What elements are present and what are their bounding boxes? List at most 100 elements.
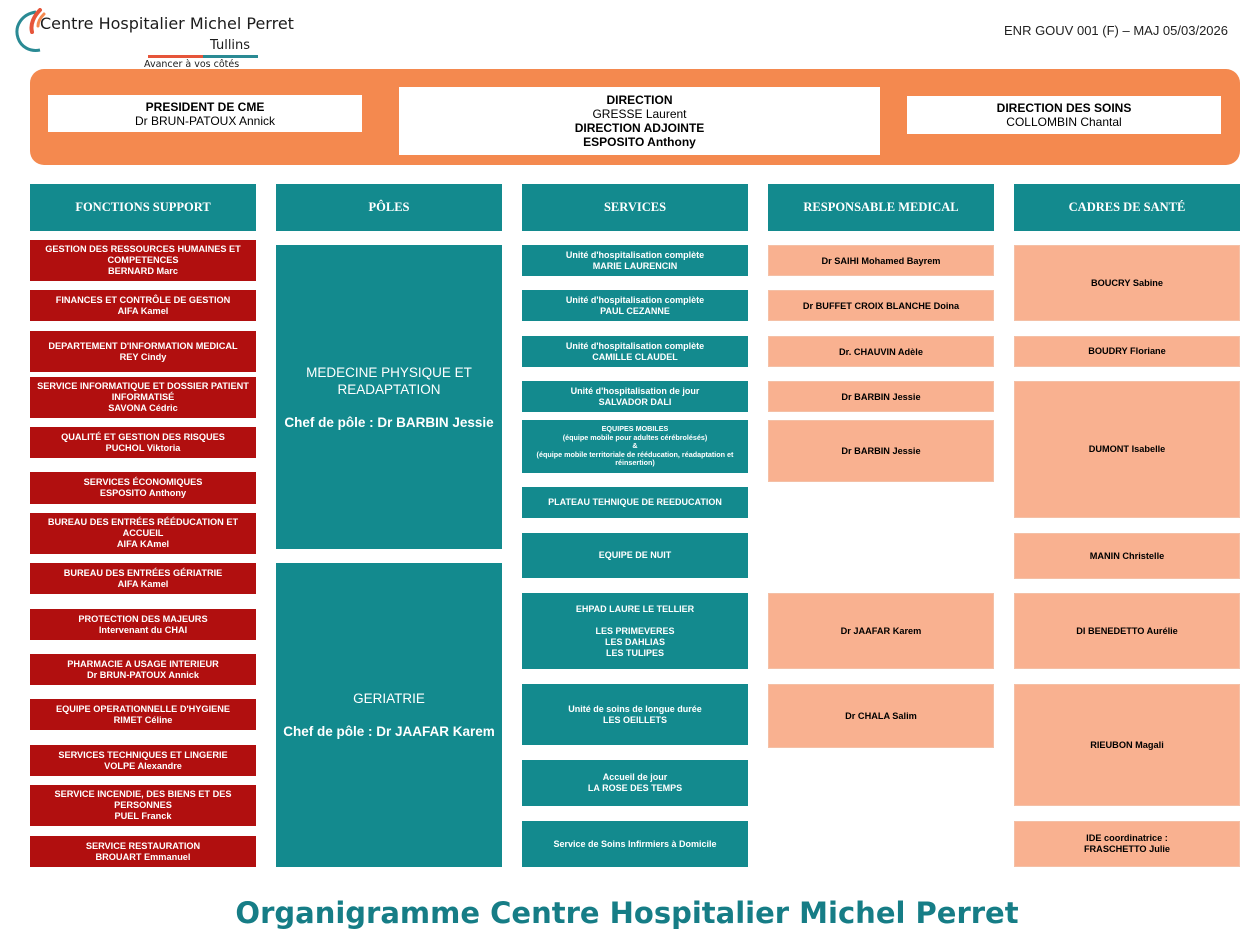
service-line: Accueil de jour bbox=[602, 772, 668, 782]
cadre-item: RIEUBON Magali bbox=[1014, 684, 1240, 806]
service-line: CAMILLE CLAUDEL bbox=[592, 351, 678, 362]
direction-soins-title: DIRECTION DES SOINS bbox=[996, 101, 1132, 115]
cadre-role: IDE coordinatrice : bbox=[1086, 833, 1168, 843]
support-person: AIFA Kamel bbox=[117, 305, 169, 316]
logo-town: Tullins bbox=[210, 38, 251, 53]
support-item: SERVICE RESTAURATION BROUART Emmanuel bbox=[30, 836, 256, 867]
service-line: EHPAD LAURE LE TELLIER bbox=[575, 603, 695, 614]
support-title: SERVICES ÉCONOMIQUES bbox=[83, 477, 203, 487]
support-item: EQUIPE OPERATIONNELLE D'HYGIENE RIMET Cé… bbox=[30, 699, 256, 730]
cadre-name: FRASCHETTO Julie bbox=[1083, 844, 1171, 854]
support-person: AIFA Kamel bbox=[117, 578, 169, 589]
support-item: SERVICE INFORMATIQUE ET DOSSIER PATIENT … bbox=[30, 377, 256, 418]
support-item: BUREAU DES ENTRÉES RÉÉDUCATION ET ACCUEI… bbox=[30, 513, 256, 554]
service-item: Unité d'hospitalisation de jour SALVADOR… bbox=[522, 381, 748, 412]
support-item: SERVICES ÉCONOMIQUES ESPOSITO Anthony bbox=[30, 472, 256, 504]
cadre-name: BOUCRY Sabine bbox=[1091, 277, 1163, 288]
support-item: BUREAU DES ENTRÉES GÉRIATRIE AIFA Kamel bbox=[30, 563, 256, 594]
service-line: PAUL CEZANNE bbox=[600, 305, 670, 316]
service-line: LES DAHLIAS bbox=[604, 636, 665, 647]
medical-item: Dr BUFFET CROIX BLANCHE Doina bbox=[768, 290, 994, 321]
service-item-ehpad: EHPAD LAURE LE TELLIER LES PRIMEVERES LE… bbox=[522, 593, 748, 669]
service-line: Service de Soins Infirmiers à Domicile bbox=[553, 838, 717, 849]
support-title: PHARMACIE A USAGE INTERIEUR bbox=[67, 658, 219, 669]
president-name: Dr BRUN-PATOUX Annick bbox=[134, 113, 276, 128]
service-item: Unité d'hospitalisation complète CAMILLE… bbox=[522, 336, 748, 367]
service-line: Unité de soins de longue durée bbox=[568, 703, 702, 714]
header-cadres-sante: CADRES DE SANTÉ bbox=[1014, 184, 1240, 231]
support-person: PUEL Franck bbox=[114, 811, 172, 821]
logo-name: Centre Hospitalier Michel Perret bbox=[40, 14, 294, 33]
cadre-name: MANIN Christelle bbox=[1089, 550, 1165, 561]
medical-item: Dr. CHAUVIN Adèle bbox=[768, 336, 994, 367]
service-line: EQUIPES MOBILES bbox=[601, 424, 669, 434]
support-title: EQUIPE OPERATIONNELLE D'HYGIENE bbox=[55, 703, 231, 714]
president-cme-box: PRESIDENT DE CME Dr BRUN-PATOUX Annick bbox=[48, 95, 362, 132]
pole-chef: Chef de pôle : Dr BARBIN Jessie bbox=[284, 414, 494, 430]
pole-title: GERIATRIE bbox=[353, 691, 425, 706]
support-item: FINANCES ET CONTRÔLE DE GESTION AIFA Kam… bbox=[30, 290, 256, 321]
cadre-name: DI BENEDETTO Aurélie bbox=[1076, 625, 1178, 636]
direction-adjointe-name: ESPOSITO Anthony bbox=[583, 135, 696, 149]
service-line: Unité d'hospitalisation complète bbox=[565, 294, 705, 305]
service-line: Unité d'hospitalisation de jour bbox=[570, 385, 700, 396]
header-fonctions-support: FONCTIONS SUPPORT bbox=[30, 184, 256, 231]
support-title: QUALITÉ ET GESTION DES RISQUES bbox=[61, 431, 225, 442]
direction-title: DIRECTION bbox=[606, 93, 673, 107]
service-item: Unité d'hospitalisation complète PAUL CE… bbox=[522, 290, 748, 321]
service-line: PLATEAU TEHNIQUE DE REEDUCATION bbox=[548, 497, 722, 507]
support-title: BUREAU DES ENTRÉES RÉÉDUCATION ET ACCUEI… bbox=[47, 517, 239, 538]
support-person: BERNARD Marc bbox=[108, 266, 178, 276]
service-item: EQUIPE DE NUIT bbox=[522, 533, 748, 578]
service-line: (équipe mobile territoriale de rééducati… bbox=[536, 449, 734, 468]
hospital-logo: Centre Hospitalier Michel Perret Tullins… bbox=[10, 2, 294, 72]
support-title: PROTECTION DES MAJEURS bbox=[78, 613, 208, 624]
pole-mpr: MEDECINE PHYSIQUE ET READAPTATION Chef d… bbox=[276, 245, 502, 549]
pole-title: MEDECINE PHYSIQUE ET READAPTATION bbox=[306, 364, 472, 397]
support-title: SERVICE INFORMATIQUE ET DOSSIER PATIENT … bbox=[37, 381, 249, 402]
service-item: Unité de soins de longue durée LES OEILL… bbox=[522, 684, 748, 745]
support-person: BROUART Emmanuel bbox=[95, 851, 191, 862]
document-reference: ENR GOUV 001 (F) – MAJ 05/03/2026 bbox=[1004, 23, 1228, 38]
support-person: REY Cindy bbox=[119, 351, 167, 362]
service-line: EQUIPE DE NUIT bbox=[598, 550, 672, 560]
service-item: Service de Soins Infirmiers à Domicile bbox=[522, 821, 748, 867]
cadre-name: BOUDRY Floriane bbox=[1088, 346, 1166, 356]
header-poles: PÔLES bbox=[276, 184, 502, 231]
medical-item: Dr BARBIN Jessie bbox=[768, 381, 994, 412]
support-title: SERVICE RESTAURATION bbox=[85, 840, 201, 851]
cadre-name: RIEUBON Magali bbox=[1090, 739, 1164, 750]
support-person: Intervenant du CHAI bbox=[98, 624, 188, 635]
support-item: QUALITÉ ET GESTION DES RISQUES PUCHOL Vi… bbox=[30, 427, 256, 458]
service-line: LES OEILLETS bbox=[602, 714, 667, 725]
support-item: SERVICES TECHNIQUES ET LINGERIE VOLPE Al… bbox=[30, 745, 256, 776]
logo-slogan: Avancer à vos côtés bbox=[144, 59, 240, 70]
support-title: SERVICE INCENDIE, DES BIENS ET DES PERSO… bbox=[54, 789, 232, 810]
cadre-item: BOUCRY Sabine bbox=[1014, 245, 1240, 321]
cadre-item: BOUDRY Floriane bbox=[1014, 336, 1240, 367]
medical-item: Dr CHALA Salim bbox=[768, 684, 994, 748]
logo-rule bbox=[148, 55, 258, 58]
support-person: VOLPE Alexandre bbox=[104, 760, 182, 771]
support-title: GESTION DES RESSOURCES HUMAINES ET COMPE… bbox=[45, 244, 241, 265]
support-item: PHARMACIE A USAGE INTERIEUR Dr BRUN-PATO… bbox=[30, 654, 256, 685]
service-item-equipes-mobiles: EQUIPES MOBILES (équipe mobile pour adul… bbox=[522, 420, 748, 473]
service-line: Unité d'hospitalisation complète bbox=[565, 249, 705, 260]
header-services: SERVICES bbox=[522, 184, 748, 231]
support-item: GESTION DES RESSOURCES HUMAINES ET COMPE… bbox=[30, 240, 256, 281]
direction-soins-name: COLLOMBIN Chantal bbox=[1006, 115, 1122, 129]
support-person: RIMET Céline bbox=[113, 714, 173, 725]
service-line: (équipe mobile pour adultes cérébrolésés… bbox=[562, 432, 708, 442]
medical-item: Dr SAIHI Mohamed Bayrem bbox=[768, 245, 994, 276]
medical-item: Dr JAAFAR Karem bbox=[768, 593, 994, 669]
direction-name: GRESSE Laurent bbox=[592, 107, 687, 121]
cadre-item: IDE coordinatrice : FRASCHETTO Julie bbox=[1014, 821, 1240, 867]
direction-soins-box: DIRECTION DES SOINS COLLOMBIN Chantal bbox=[907, 96, 1221, 134]
service-line: LA ROSE DES TEMPS bbox=[587, 783, 683, 793]
service-line: SALVADOR DALI bbox=[598, 396, 672, 407]
cadre-item: MANIN Christelle bbox=[1014, 533, 1240, 579]
support-title: FINANCES ET CONTRÔLE DE GESTION bbox=[55, 294, 231, 305]
service-line: & bbox=[632, 441, 638, 451]
cadre-name: DUMONT Isabelle bbox=[1088, 444, 1166, 454]
service-item: Accueil de jour LA ROSE DES TEMPS bbox=[522, 760, 748, 806]
